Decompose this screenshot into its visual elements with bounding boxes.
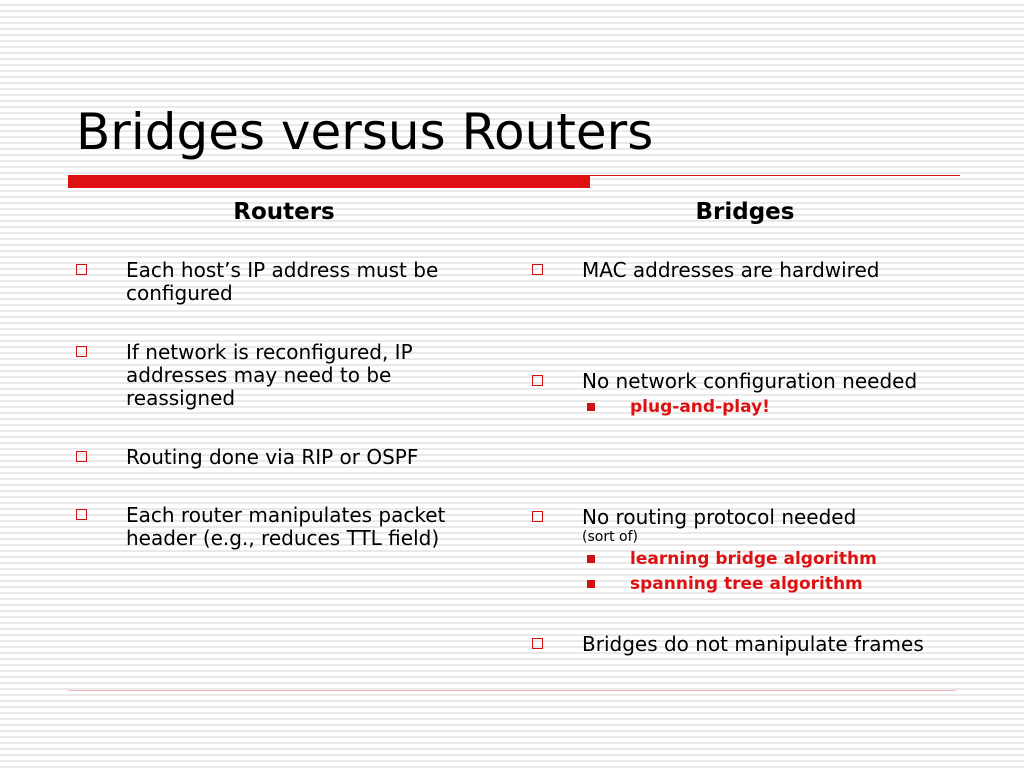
hollow-square-bullet-icon: [532, 638, 543, 649]
filled-square-bullet-icon: [587, 580, 595, 588]
slide-title: Bridges versus Routers: [76, 103, 654, 161]
bridges-heading: Bridges: [695, 199, 795, 225]
sub-item: spanning tree algorithm: [530, 573, 960, 598]
hollow-square-bullet-icon: [76, 509, 87, 520]
bridges-item: No network configuration needed plug-and…: [530, 370, 960, 421]
hollow-square-bullet-icon: [532, 511, 543, 522]
item-note: (sort of): [582, 529, 638, 545]
routers-item-text: Each router manipulates packet header (e…: [126, 503, 446, 550]
sub-list: learning bridge algorithm spanning tree …: [530, 548, 960, 598]
sub-item-text: plug-and-play!: [630, 397, 770, 417]
routers-item-text: Routing done via RIP or OSPF: [126, 445, 419, 469]
hollow-square-bullet-icon: [76, 451, 87, 462]
bridges-item-text: No network configuration needed: [582, 369, 918, 393]
hollow-square-bullet-icon: [532, 264, 543, 275]
hollow-square-bullet-icon: [76, 346, 87, 357]
bridges-item: Bridges do not manipulate frames: [530, 633, 960, 656]
sub-item: plug-and-play!: [530, 396, 960, 421]
bridges-item: No routing protocol needed (sort of) lea…: [530, 506, 960, 598]
routers-item: Each host’s IP address must be configure…: [74, 259, 494, 305]
bridges-item: MAC addresses are hardwired: [530, 259, 960, 282]
routers-item: Each router manipulates packet header (e…: [74, 504, 494, 550]
bridges-item-text: No routing protocol needed: [582, 505, 857, 529]
bridges-item-text: Bridges do not manipulate frames: [582, 632, 924, 656]
bridges-item-text: MAC addresses are hardwired: [582, 258, 880, 282]
routers-item: Routing done via RIP or OSPF: [74, 446, 494, 469]
sub-item-text: spanning tree algorithm: [630, 574, 863, 594]
hollow-square-bullet-icon: [532, 375, 543, 386]
routers-heading: Routers: [233, 199, 335, 225]
routers-item-text: Each host’s IP address must be configure…: [126, 258, 439, 305]
routers-item-text: If network is reconfigured, IP addresses…: [126, 340, 413, 410]
title-underline-thick: [68, 175, 590, 188]
footer-divider: [68, 690, 956, 691]
sub-item: learning bridge algorithm: [530, 548, 960, 573]
sub-item-text: learning bridge algorithm: [630, 549, 877, 569]
filled-square-bullet-icon: [587, 403, 595, 411]
hollow-square-bullet-icon: [76, 264, 87, 275]
title-underline-thin: [590, 175, 960, 176]
filled-square-bullet-icon: [587, 555, 595, 563]
sub-list: plug-and-play!: [530, 396, 960, 421]
routers-item: If network is reconfigured, IP addresses…: [74, 341, 494, 410]
